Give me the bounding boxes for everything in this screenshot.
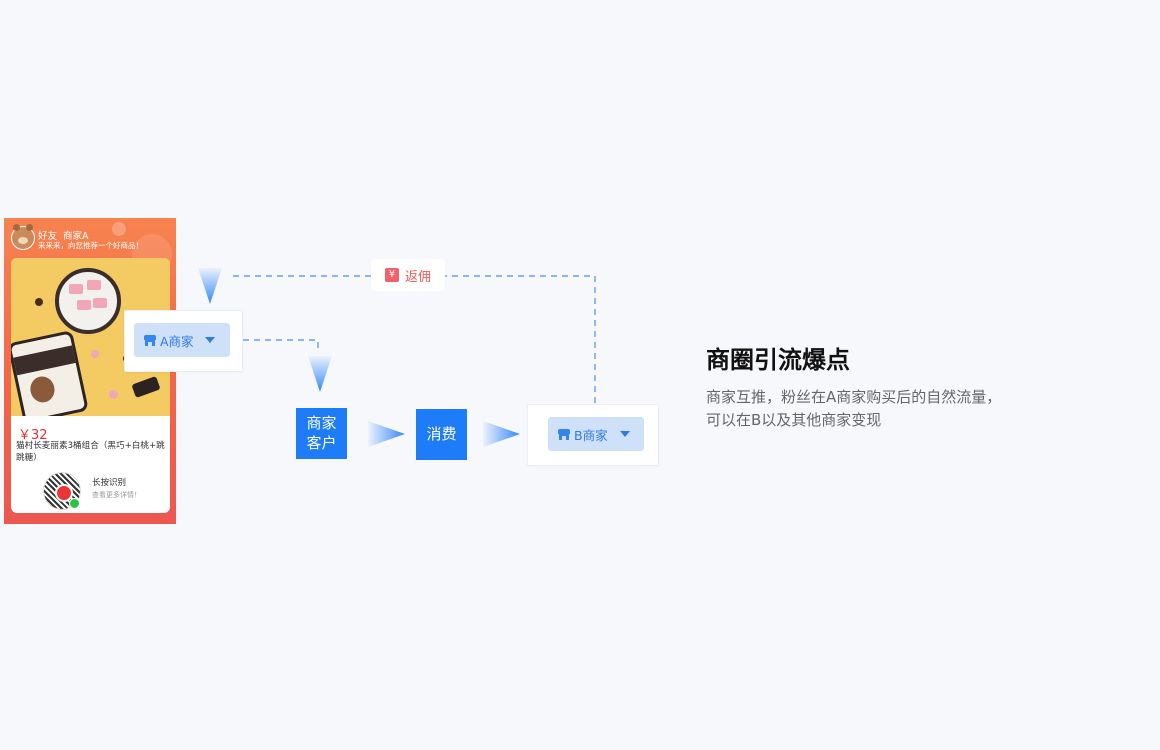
- merchant-b-select[interactable]: B商家: [548, 417, 644, 451]
- customer-line-1: 商家: [306, 414, 337, 432]
- rebate-connector-line: [445, 275, 596, 403]
- avatar: [11, 224, 35, 250]
- arrow-icon-to-consume: [368, 421, 405, 447]
- section-title: 商圈引流爆点: [706, 346, 850, 374]
- product-title: 猫村长麦丽素3桶组合（黑巧+白桃+跳跳糖）: [16, 441, 165, 463]
- description-line-2: 可以在B以及其他商家变现: [706, 411, 882, 429]
- arrow-icon-to-customer: [308, 356, 332, 392]
- chevron-down-icon: [205, 337, 215, 343]
- product-card: [11, 258, 170, 513]
- chevron-down-icon: [620, 431, 630, 437]
- rebate-tag: ¥ 返佣: [371, 259, 445, 291]
- customer-line-2: 客户: [306, 434, 337, 452]
- candy-pack: [131, 375, 161, 399]
- merchant-a-card: A商家: [124, 310, 243, 372]
- description-line-1: 商家互推，粉丝在A商家购买后的自然流量，: [706, 388, 1002, 406]
- shop-icon: [558, 428, 570, 440]
- merchant-b-card: B商家: [527, 404, 659, 466]
- rebate-label: 返佣: [404, 269, 431, 285]
- decor-bubble: [112, 222, 126, 236]
- section-description: 商家互推，粉丝在A商家购买后的自然流量， 可以在B以及其他商家变现: [706, 386, 1026, 432]
- brand-logo-icon: [55, 484, 73, 502]
- poster-from: 好友商家A: [38, 228, 95, 242]
- merchant-a-label: A商家: [160, 333, 194, 349]
- product-tub: [55, 268, 121, 334]
- merchant-name: 商家A: [63, 231, 89, 242]
- qr-code[interactable]: [43, 472, 81, 510]
- arrow-icon-into-poster: [198, 268, 222, 304]
- merchant-customer-box: 商家 客户: [296, 408, 347, 459]
- shop-icon: [144, 334, 156, 346]
- poster-message: 来来来，向您推荐一个好商品！: [38, 241, 143, 250]
- merchant-a-select[interactable]: A商家: [134, 323, 230, 357]
- yen-icon: ¥: [384, 268, 399, 282]
- merchant-a-connector-line: [243, 339, 319, 352]
- arrow-icon-to-merchant-b: [483, 421, 520, 447]
- friend-label: 好友: [38, 231, 58, 242]
- qr-title: 长按识别: [92, 478, 127, 488]
- wechat-icon: [69, 498, 80, 509]
- product-price: ￥32: [18, 428, 48, 443]
- consume-box: 消费: [416, 409, 467, 460]
- product-tub: [11, 330, 89, 416]
- qr-subtitle: 查看更多详情！: [92, 491, 141, 499]
- merchant-b-label: B商家: [574, 427, 608, 443]
